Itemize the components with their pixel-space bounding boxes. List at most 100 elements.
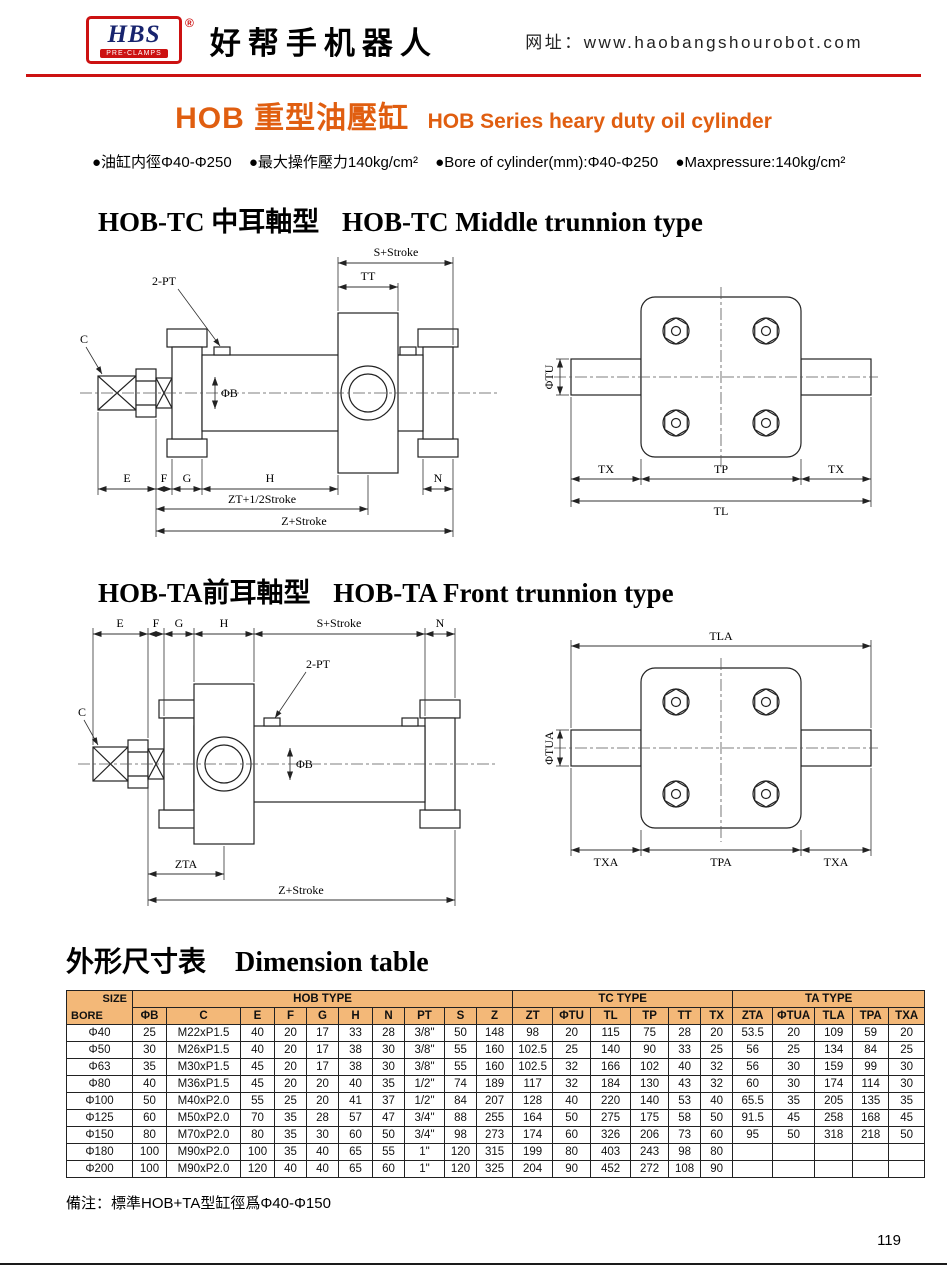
bore-cell: Φ180 [66, 1143, 133, 1161]
dimension-cell [852, 1160, 890, 1178]
dimension-cell: 175 [630, 1109, 670, 1127]
table-column-header: C [166, 1007, 241, 1025]
website-url: 网址：www.haobangshourobot.com [525, 32, 863, 52]
dimension-cell: 40 [552, 1092, 592, 1110]
ta-drawings: E F G H S+Stroke N 2-PT C ΦB ZTA Z+Strok… [0, 614, 947, 914]
dimension-cell: 109 [814, 1024, 854, 1042]
dimension-cell: 174 [512, 1126, 554, 1144]
table-column-header: TL [590, 1007, 632, 1025]
dimension-cell: 255 [475, 1109, 514, 1127]
dimension-cell: 258 [814, 1109, 854, 1127]
dimension-cell: 74 [444, 1075, 477, 1093]
dimension-cell: 20 [552, 1024, 592, 1042]
page-header: HBS PRE-CLAMPS ® 好帮手机器人 网址：www.haobangsh… [0, 0, 947, 72]
table-column-header: TX [700, 1007, 734, 1025]
dimension-cell: 65 [338, 1160, 373, 1178]
table-column-header: TPA [852, 1007, 890, 1025]
dimension-cell: 90 [630, 1041, 670, 1059]
dimension-cell: 80 [132, 1126, 167, 1144]
dimension-cell: 20 [700, 1024, 734, 1042]
table-group-header: TC TYPE [512, 990, 734, 1008]
dimension-cell: 30 [306, 1126, 339, 1144]
dimension-cell: 1/2" [404, 1092, 445, 1110]
dimension-cell: 115 [590, 1024, 632, 1042]
dimension-cell: 25 [772, 1041, 816, 1059]
tc-end-geometry [554, 287, 878, 469]
page-title-zh: HOB 重型油壓缸 [175, 102, 410, 135]
dimension-cell: 100 [132, 1143, 167, 1161]
dim-label-2pt: 2-PT [306, 657, 331, 671]
dimension-cell: 32 [700, 1075, 734, 1093]
dim-label-tl: TL [714, 504, 729, 518]
dimension-cell: 41 [338, 1092, 373, 1110]
dim-label-zt-stroke: ZT+1/2Stroke [228, 492, 296, 506]
tc-drawings: S+Stroke TT 2-PT C ΦB [0, 243, 947, 543]
dimension-cell: 135 [852, 1092, 890, 1110]
dimension-cell: 102.5 [512, 1041, 554, 1059]
spec-item-bore-en: ●Bore of cylinder(mm):Φ40-Φ250 [435, 154, 659, 171]
dimension-cell: 50 [888, 1126, 926, 1144]
tc-heading-en: HOB-TC Middle trunnion type [342, 207, 703, 237]
dim-label-g: G [175, 616, 184, 630]
table-column-header: TP [630, 1007, 670, 1025]
dim-label-txa-left: TXA [594, 855, 619, 869]
dim-label-e: E [123, 471, 130, 485]
dim-label-z-stroke: Z+Stroke [278, 883, 323, 897]
dimension-cell: 47 [372, 1109, 405, 1127]
dimension-cell: 3/8" [404, 1024, 445, 1042]
dim-label-z-stroke: Z+Stroke [281, 514, 326, 528]
dimension-cell: 140 [630, 1092, 670, 1110]
dim-label-s-stroke: S+Stroke [317, 616, 362, 630]
dimension-cell: 403 [590, 1143, 632, 1161]
ta-heading-zh: HOB-TA前耳軸型 [98, 578, 311, 608]
dimension-cell: 40 [274, 1160, 307, 1178]
dimension-cell: 140 [590, 1041, 632, 1059]
ta-section-heading: HOB-TA前耳軸型 HOB-TA Front trunnion type [98, 571, 947, 610]
dimension-cell: 40 [240, 1024, 275, 1042]
dim-label-phi-tu: ΦTU [542, 364, 556, 389]
dim-label-tla: TLA [709, 629, 733, 643]
dimension-cell: 452 [590, 1160, 632, 1178]
table-column-header: N [372, 1007, 405, 1025]
dim-label-f: F [153, 616, 160, 630]
dimension-cell: 45 [240, 1058, 275, 1076]
dimension-cell: 84 [852, 1041, 890, 1059]
table-column-header: ΦTUA [772, 1007, 816, 1025]
dimension-cell: 40 [240, 1041, 275, 1059]
dim-label-tx-right: TX [828, 462, 844, 476]
dimension-cell: 315 [475, 1143, 514, 1161]
tc-end-dimension-lines: ΦTU TX TP TX TL [542, 358, 872, 518]
dim-label-c: C [80, 332, 88, 346]
spec-item-pressure-en: ●Maxpressure:140kg/cm² [675, 154, 846, 171]
dimension-cell: 30 [772, 1058, 816, 1076]
dimension-cell: 60 [132, 1109, 167, 1127]
dimension-cell: 160 [475, 1058, 514, 1076]
logo-ribbon-text: PRE-CLAMPS [100, 49, 168, 58]
dimension-cell [888, 1143, 926, 1161]
dimension-cell: 98 [512, 1024, 554, 1042]
dimension-cell: 199 [512, 1143, 554, 1161]
table-column-header: TLA [814, 1007, 854, 1025]
dimension-cell: 30 [888, 1058, 926, 1076]
table-column-header: ZTA [732, 1007, 774, 1025]
dimension-cell: 3/8" [404, 1058, 445, 1076]
ta-end-geometry [554, 658, 878, 842]
dimension-cell: 102.5 [512, 1058, 554, 1076]
bore-cell: Φ50 [66, 1041, 133, 1059]
dimension-cell: M90xP2.0 [166, 1143, 241, 1161]
dimension-cell: 35 [888, 1092, 926, 1110]
dimension-cell: 3/4" [404, 1109, 445, 1127]
tc-heading-zh: HOB-TC 中耳軸型 [98, 207, 320, 237]
ta-side-view-drawing: E F G H S+Stroke N 2-PT C ΦB ZTA Z+Strok… [78, 616, 498, 906]
dimension-cell: 3/4" [404, 1126, 445, 1144]
dim-label-tt: TT [361, 269, 376, 283]
tc-end-view-drawing: ΦTU TX TP TX TL [542, 287, 878, 518]
dimension-cell: 57 [338, 1109, 373, 1127]
company-name: 好帮手机器人 [209, 25, 438, 61]
dimension-cell: 90 [552, 1160, 592, 1178]
dimension-cell: 160 [475, 1041, 514, 1059]
dimension-cell: 25 [132, 1024, 167, 1042]
